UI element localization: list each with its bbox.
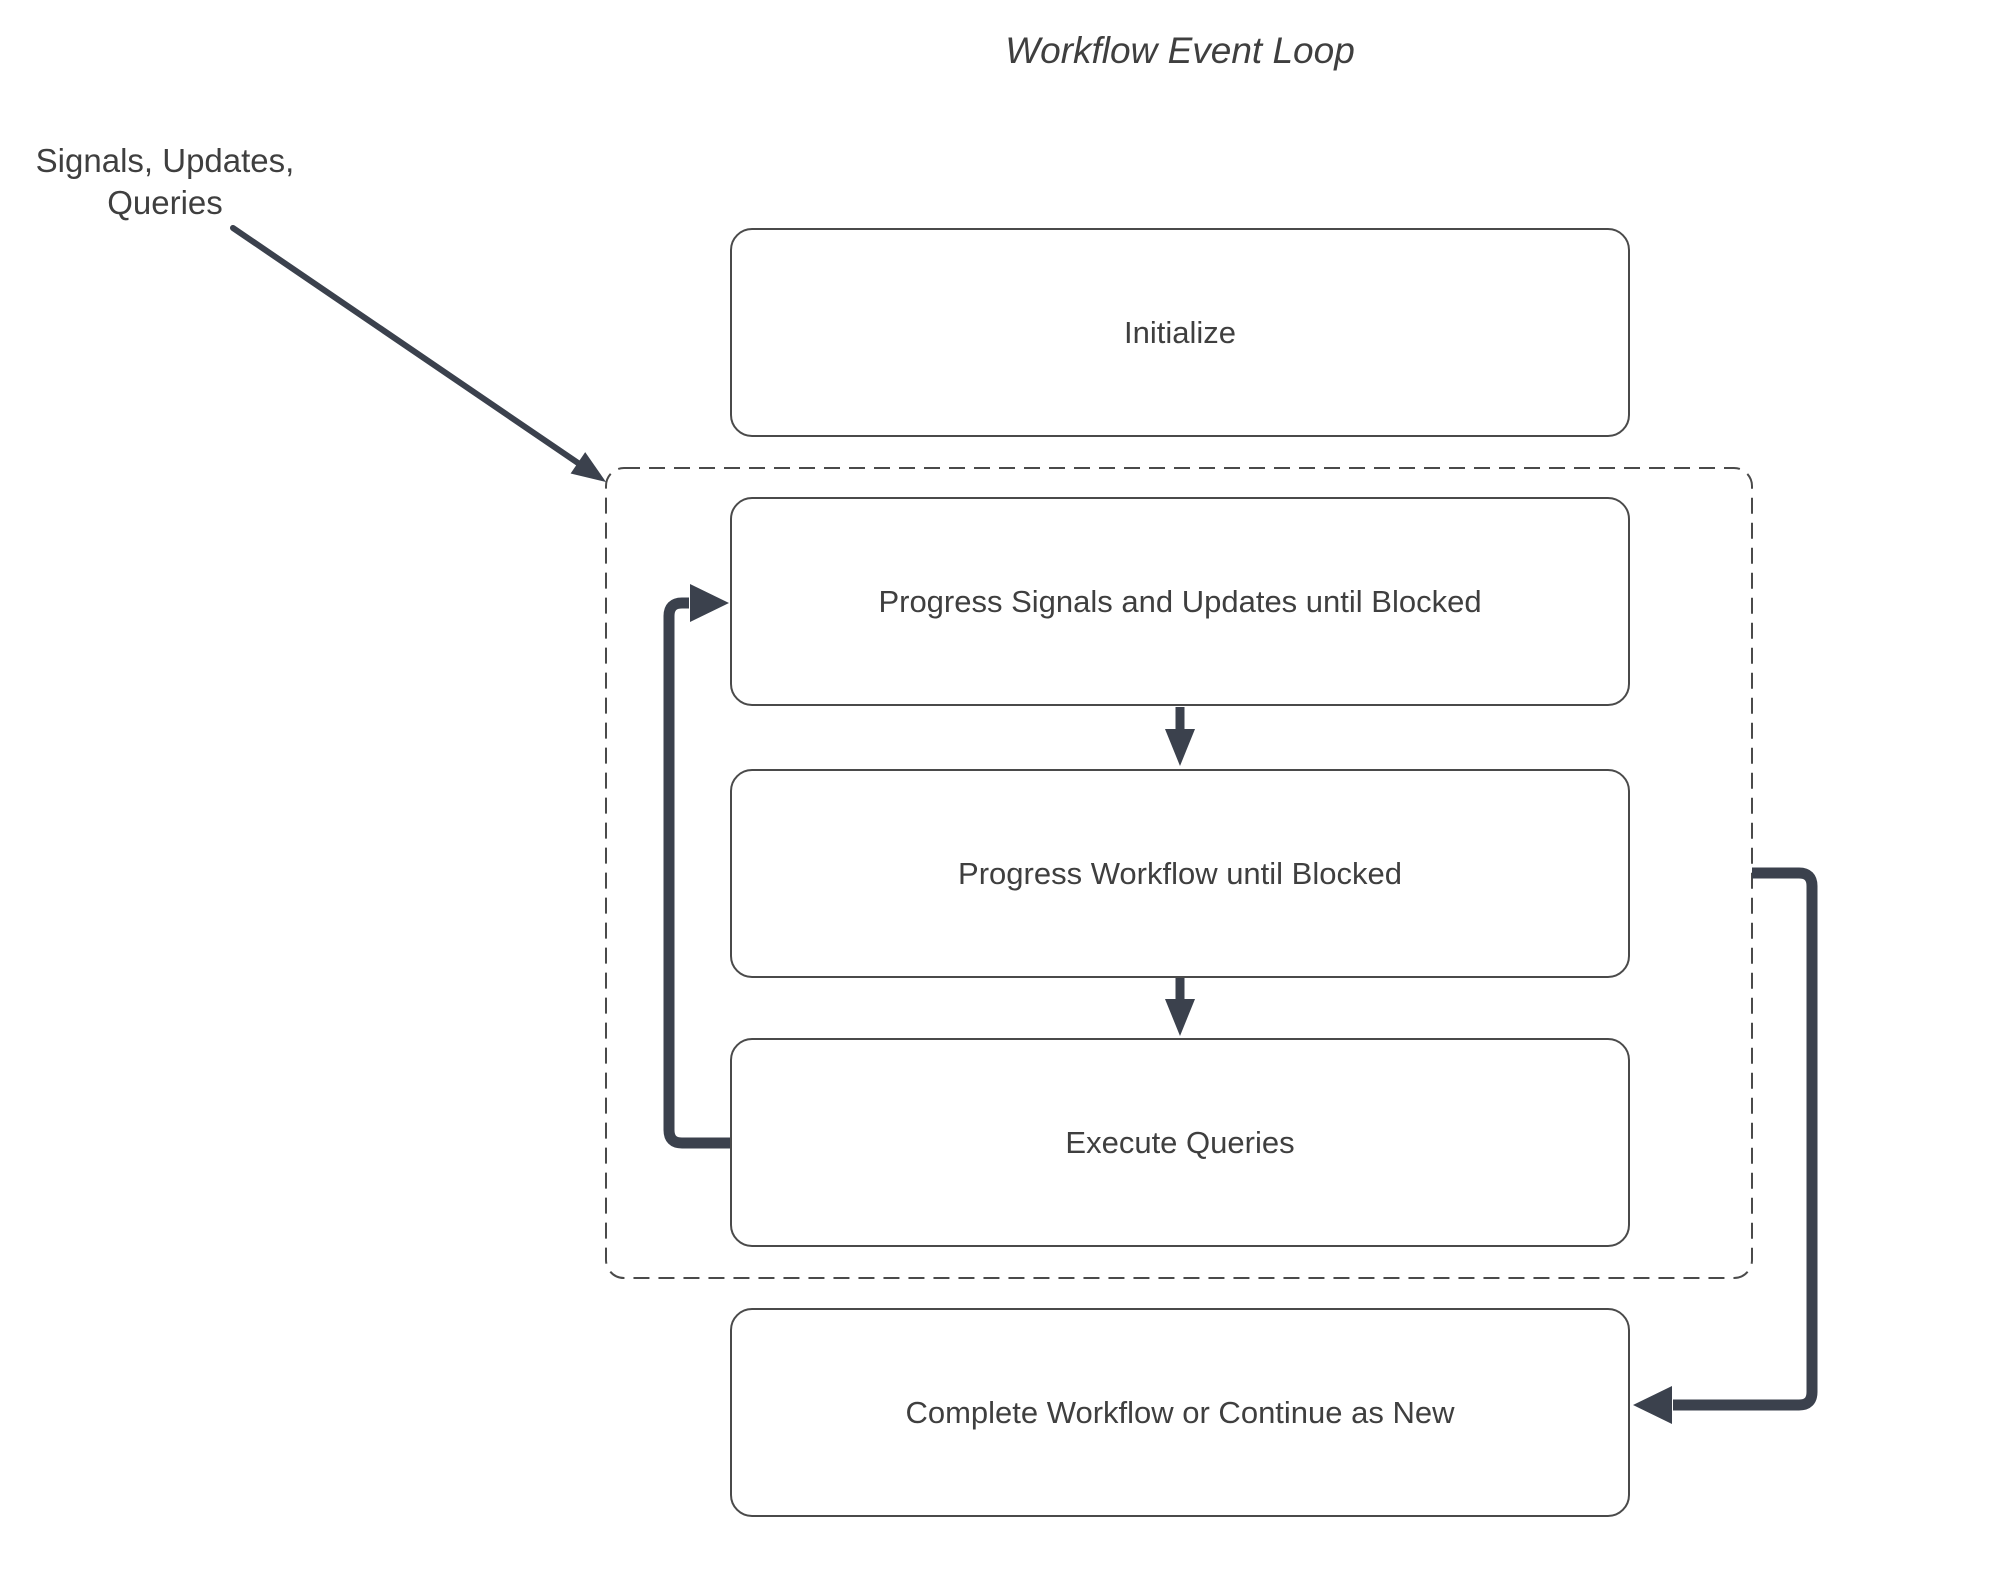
annotation-line-2: Queries	[107, 184, 223, 221]
node-initialize-label: Initialize	[1124, 314, 1236, 350]
down-arrow-2-head-icon	[1165, 999, 1195, 1036]
node-execute-queries-label: Execute Queries	[1065, 1124, 1295, 1160]
exit-arrowhead-icon	[1633, 1386, 1672, 1424]
down-arrow-1-head-icon	[1165, 729, 1195, 766]
annotation-arrow-line	[230, 225, 581, 466]
node-execute-queries: Execute Queries	[730, 1038, 1630, 1247]
annotation-line-1: Signals, Updates,	[35, 142, 295, 179]
loop-back-arrow-line	[663, 597, 730, 1149]
node-initialize: Initialize	[730, 228, 1630, 437]
node-complete-workflow: Complete Workflow or Continue as New	[730, 1308, 1630, 1517]
node-progress-signals-label: Progress Signals and Updates until Block…	[878, 583, 1482, 619]
node-progress-signals: Progress Signals and Updates until Block…	[730, 497, 1630, 706]
annotation-arrowhead-icon	[570, 452, 606, 482]
node-progress-workflow: Progress Workflow until Blocked	[730, 769, 1630, 978]
node-complete-workflow-label: Complete Workflow or Continue as New	[905, 1394, 1455, 1430]
node-progress-workflow-label: Progress Workflow until Blocked	[958, 855, 1402, 891]
loop-back-arrowhead-icon	[690, 584, 729, 622]
exit-arrow-line	[1673, 867, 1818, 1411]
signals-updates-queries-label: Signals, Updates, Queries	[15, 140, 315, 224]
diagram-title: Workflow Event Loop	[1005, 30, 1355, 71]
